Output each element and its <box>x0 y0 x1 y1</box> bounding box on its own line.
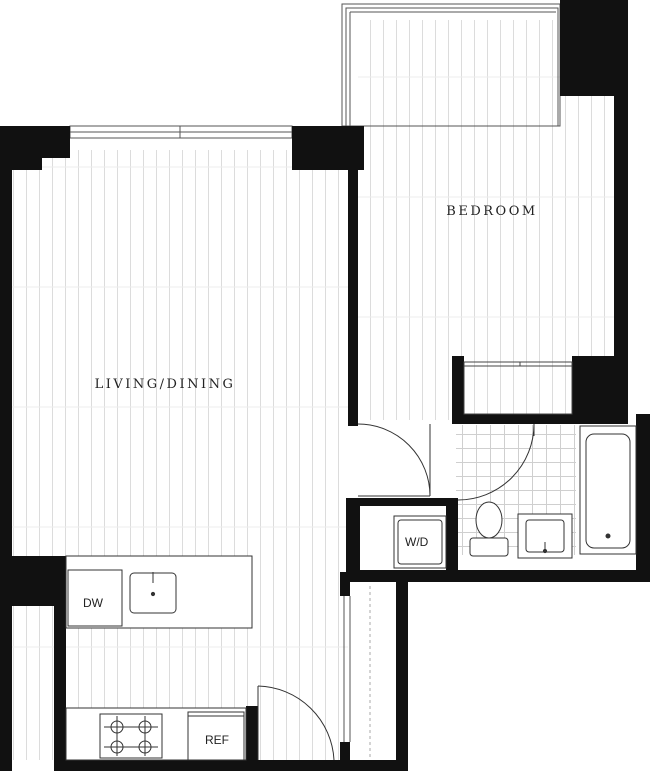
cooktop <box>99 713 163 759</box>
washer-dryer-label: W/D <box>405 535 429 549</box>
living-window <box>69 125 293 139</box>
closet-sliding-door <box>343 586 371 760</box>
refrigerator <box>187 711 245 761</box>
living-dining-floor <box>10 150 348 760</box>
kitchen-island <box>65 555 253 629</box>
room-label-bedroom: BEDROOM <box>446 204 537 219</box>
washer-dryer <box>393 515 447 569</box>
bathtub-icon <box>579 425 637 555</box>
kitchen-counter <box>65 707 247 761</box>
burner-icon <box>104 716 158 756</box>
bathroom-vanity <box>517 513 573 559</box>
entry-door[interactable] <box>257 685 335 761</box>
bedroom-door[interactable] <box>357 423 431 497</box>
toilet-icon <box>469 501 509 557</box>
refrigerator-label: REF <box>205 733 229 747</box>
bathroom-door[interactable] <box>457 423 535 501</box>
bedroom-closet <box>463 361 573 415</box>
dishwasher-label: DW <box>83 596 104 610</box>
room-label-living-dining: LIVING/DINING <box>95 377 236 392</box>
bedroom-window-frame <box>341 3 561 127</box>
